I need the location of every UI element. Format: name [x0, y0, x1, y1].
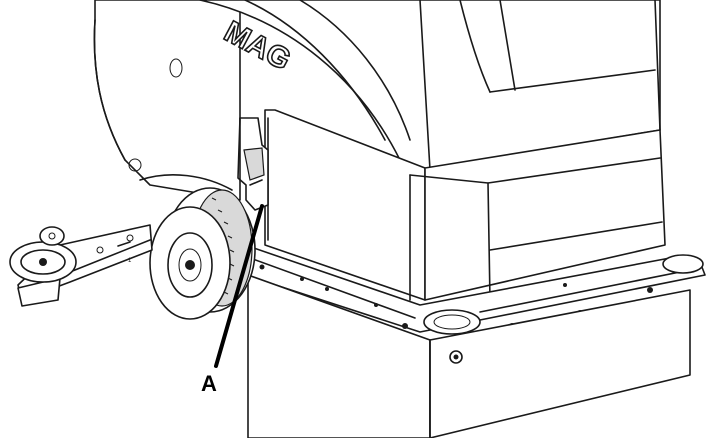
- callout-a: A: [201, 204, 264, 396]
- caster-wheel: [9, 226, 77, 283]
- svg-text:1: 1: [128, 258, 132, 264]
- wheel: [149, 187, 256, 320]
- side-panel: [264, 109, 666, 301]
- deck-box: [247, 274, 691, 438]
- latch-bracket: [237, 117, 269, 211]
- callout-label-a: A: [201, 371, 217, 396]
- machine-body: [93, 0, 241, 201]
